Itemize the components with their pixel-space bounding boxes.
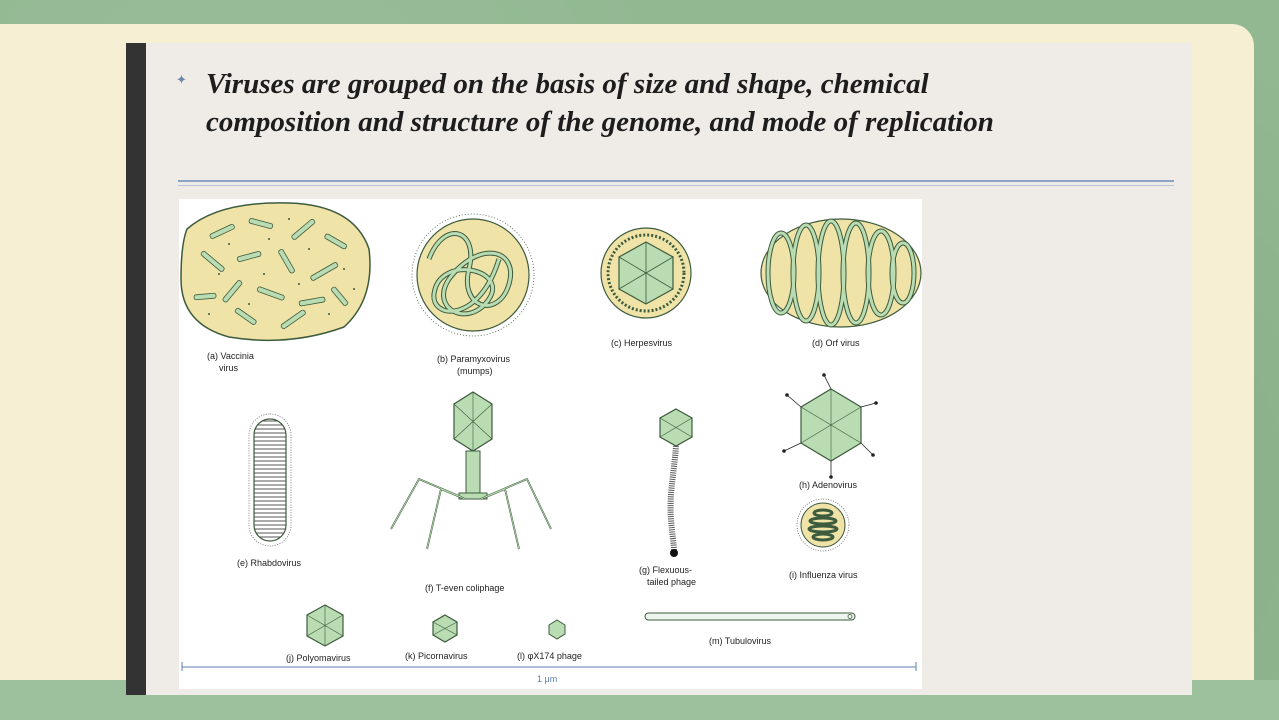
label-rhabdovirus: (e) Rhabdovirus — [237, 558, 302, 568]
label-orf-virus: (d) Orf virus — [812, 338, 860, 348]
label-polyomavirus: (j) Polyomavirus — [286, 653, 351, 663]
label-picornavirus: (k) Picornavirus — [405, 651, 468, 661]
orf-virus-drawing — [760, 218, 922, 328]
divider-line-secondary — [178, 185, 1174, 186]
label-flexuous-line1: (g) Flexuous- — [639, 565, 692, 575]
label-influenza-virus: (i) Influenza virus — [789, 570, 858, 580]
vaccinia-virus-drawing — [180, 202, 371, 342]
label-vaccinia-line1: (a) Vaccinia — [207, 351, 254, 361]
label-herpesvirus: (c) Herpesvirus — [611, 338, 673, 348]
adenovirus-drawing — [782, 373, 878, 479]
label-paramyxovirus-line2: (mumps) — [457, 366, 493, 376]
label-paramyxovirus-line1: (b) Paramyxovirus — [437, 354, 511, 364]
scale-bar — [181, 662, 917, 671]
t-even-coliphage-drawing — [390, 391, 552, 550]
influenza-virus-drawing — [796, 498, 850, 552]
label-phix174-phage: (l) φX174 phage — [517, 651, 582, 661]
headline-line-2: composition and structure of the genome,… — [206, 106, 994, 138]
picornavirus-drawing — [432, 614, 458, 643]
virus-morphology-figure: (a) Vaccinia virus (b) Paramyxovirus (mu… — [179, 199, 922, 689]
divider-line — [178, 180, 1174, 182]
slide: ✦ Viruses are grouped on the basis of si… — [126, 43, 1192, 695]
slide-left-bar — [126, 43, 146, 695]
label-tubulovirus: (m) Tubulovirus — [709, 636, 772, 646]
slide-headline: Viruses are grouped on the basis of size… — [206, 65, 1186, 141]
scale-bar-label: 1 μm — [537, 674, 557, 684]
rhabdovirus-drawing — [248, 413, 292, 547]
herpesvirus-drawing — [600, 227, 692, 319]
label-vaccinia-line2: virus — [219, 363, 239, 373]
headline-line-1: Viruses are grouped on the basis of size… — [206, 68, 929, 100]
tubulovirus-drawing — [644, 612, 856, 621]
label-t-even-coliphage: (f) T-even coliphage — [425, 583, 504, 593]
label-adenovirus: (h) Adenovirus — [799, 480, 858, 490]
label-flexuous-line2: tailed phage — [647, 577, 696, 587]
four-point-star-bullet-icon: ✦ — [176, 73, 187, 88]
flexuous-tailed-phage-drawing — [659, 408, 693, 557]
polyomavirus-drawing — [306, 604, 344, 647]
paramyxovirus-drawing — [411, 213, 535, 337]
phix174-phage-drawing — [548, 619, 566, 640]
